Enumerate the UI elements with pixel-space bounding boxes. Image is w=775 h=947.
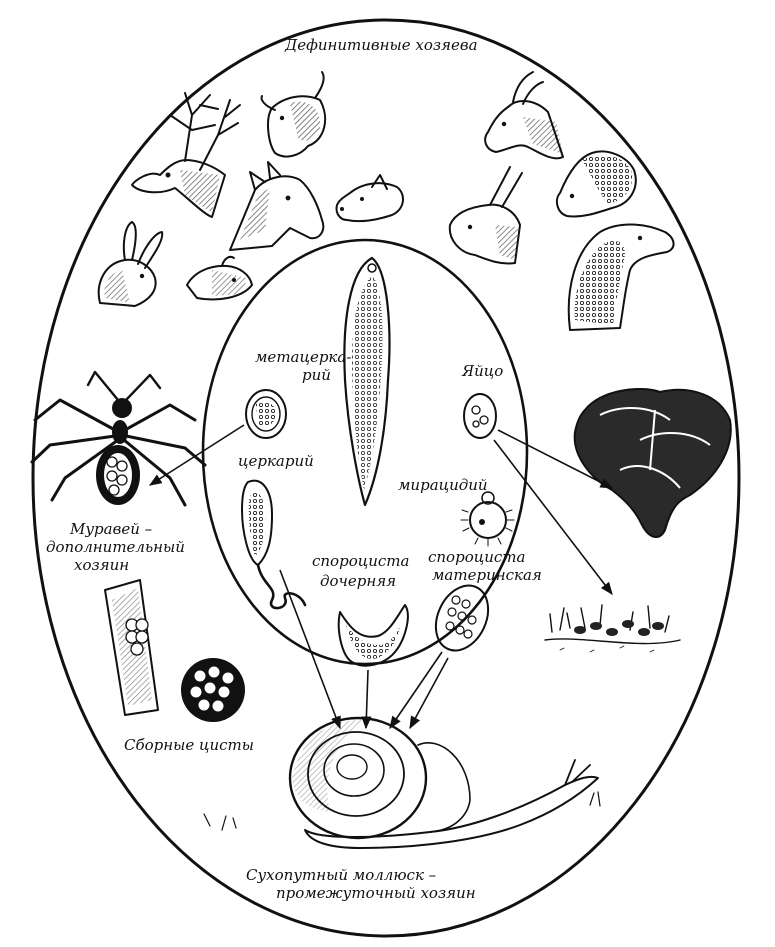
definitive-hosts-label: Дефинитивные хозяева [284, 36, 478, 54]
daughter-sporocyst-icon [337, 604, 409, 667]
cysts-label: Сборные цисты [124, 736, 254, 754]
outer-cycle-ellipse [31, 18, 741, 938]
camel-icon [567, 223, 675, 331]
metacercaria-icon [245, 389, 287, 439]
grass-blade-cyst-icon [104, 579, 159, 716]
grass-with-eggs-icon [544, 604, 681, 653]
sheep-icon [555, 150, 637, 218]
ant-label-line-3: хозяин [74, 556, 129, 574]
arrow-metacercaria-to-ant [148, 424, 245, 486]
miracidium-icon [460, 491, 515, 547]
collective-cyst-icon [181, 658, 245, 722]
metacercaria-label-line-1: метацерка- [255, 348, 351, 366]
arrows [148, 424, 614, 730]
rodent-icon [186, 255, 253, 301]
ant-label-line-1: Муравей – [69, 520, 152, 538]
snail-icon [203, 716, 601, 849]
snail-label-line-2: промежуточный хозяин [276, 884, 476, 902]
cow-icon [260, 71, 327, 158]
donkey-icon [448, 166, 523, 265]
arrow-mother-sporocyst-to-snail-2 [409, 657, 449, 730]
miracidium-label: мирацидий [398, 476, 488, 494]
snail-label-line-1: Сухопутный моллюск – [246, 866, 436, 884]
adult-fluke-icon [343, 256, 391, 507]
ant-icon [30, 370, 207, 507]
rabbit-icon [97, 221, 164, 307]
arrow-daughter-sporocyst-to-snail [361, 669, 372, 730]
pig-icon [335, 174, 404, 223]
arrow-egg-to-liver [497, 429, 614, 489]
sporocyst-mother-label-line-2: материнская [432, 566, 542, 584]
metacercaria-label-line-2: рий [302, 366, 331, 384]
egg-icon [463, 393, 497, 439]
cercaria-label: церкарий [238, 452, 314, 470]
cercaria-icon [241, 479, 307, 610]
egg-label: Яйцо [461, 362, 503, 380]
sporocyst-daughter-label-line-1: спороциста [312, 552, 409, 570]
horse-icon [229, 161, 325, 251]
sporocyst-daughter-label-line-2: дочерняя [320, 572, 396, 590]
liver-icon [573, 388, 732, 538]
deer-icon [131, 92, 241, 218]
arrow-mother-sporocyst-to-snail-1 [389, 651, 443, 730]
sporocyst-mother-label-line-1: спороциста [428, 548, 525, 566]
arrow-egg-to-grass [493, 439, 613, 596]
goat-icon [484, 71, 564, 160]
arrow-cercaria-to-snail [279, 569, 341, 730]
mother-sporocyst-icon [434, 584, 490, 652]
ant-label-line-2: дополнительный [46, 538, 185, 556]
